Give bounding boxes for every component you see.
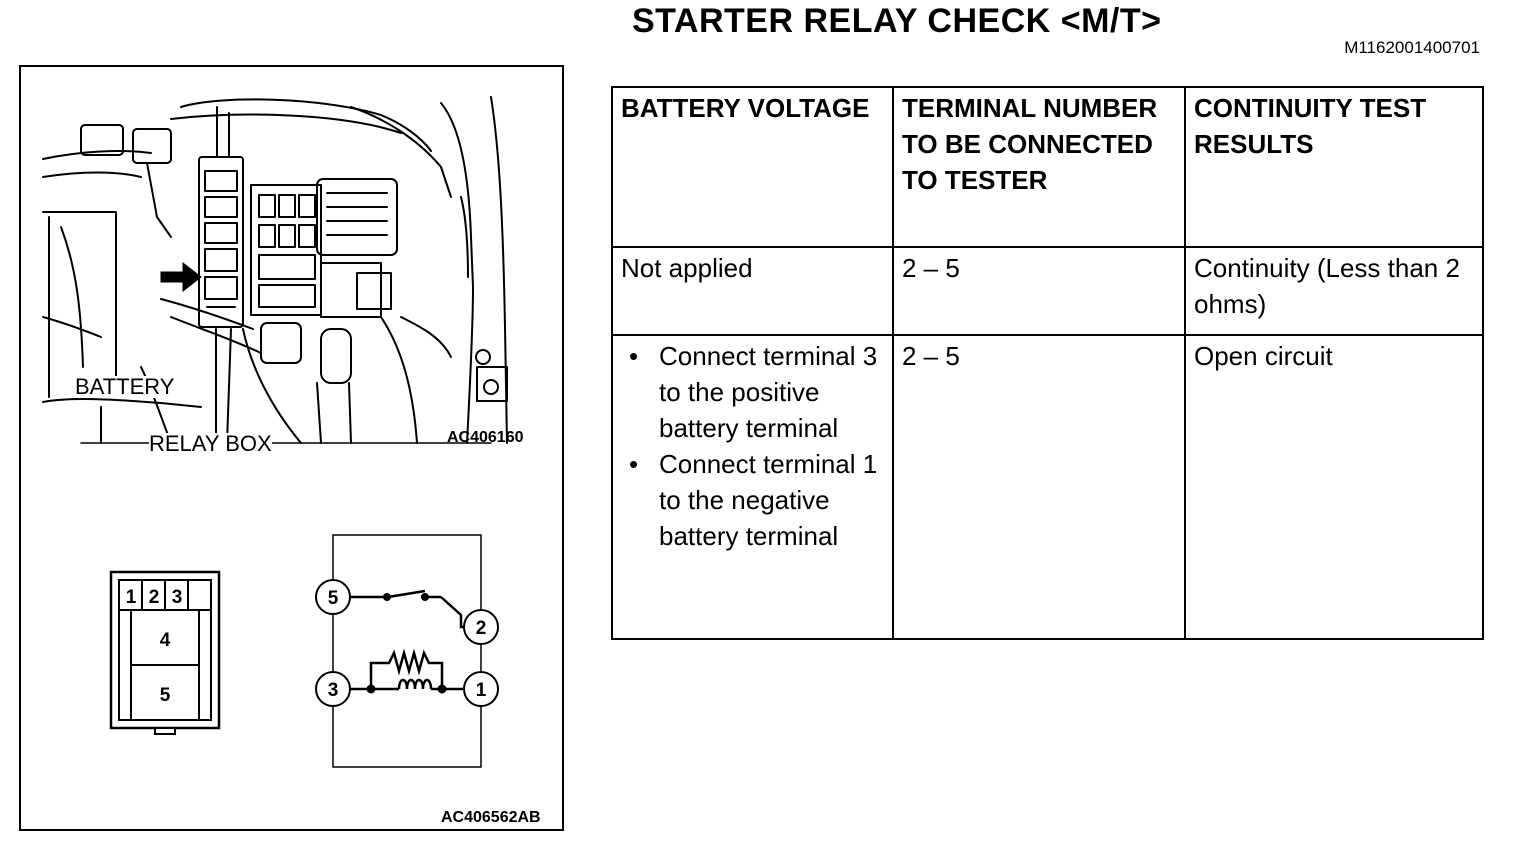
connector-pin-2: 2 xyxy=(149,587,160,608)
document-id: M1162001400701 xyxy=(1344,38,1480,57)
relay-check-table: BATTERY VOLTAGE TERMINAL NUMBER TO BE CO… xyxy=(611,86,1484,640)
figure-illustration: 1 2 3 4 5 xyxy=(42,96,508,768)
condition-list: Connect terminal 3 to the positive batte… xyxy=(621,338,884,554)
cell-terminals: 2 – 5 xyxy=(892,334,1186,640)
list-item: Connect terminal 1 to the negative batte… xyxy=(629,446,884,554)
figure-code-top: AC406160 xyxy=(447,429,524,446)
header-continuity-results: CONTINUITY TEST RESULTS xyxy=(1184,86,1484,248)
figure-code-bottom: AC406562AB xyxy=(441,809,541,826)
table-row: Not applied 2 – 5 Continuity (Less than … xyxy=(611,246,1484,336)
figure-panel: 1 2 3 4 5 xyxy=(19,65,564,831)
cell-result: Continuity (Less than 2 ohms) xyxy=(1184,246,1484,336)
table-header-row: BATTERY VOLTAGE TERMINAL NUMBER TO BE CO… xyxy=(611,86,1484,248)
connector-pin-1: 1 xyxy=(126,587,137,608)
relay-circuit-schematic xyxy=(315,534,499,768)
connector-pin-5: 5 xyxy=(160,685,171,706)
connector-pin-4: 4 xyxy=(160,630,171,651)
circuit-terminal-5: 5 xyxy=(328,588,339,609)
circuit-terminal-3: 3 xyxy=(328,680,339,701)
cell-result: Open circuit xyxy=(1184,334,1484,640)
arrow-right-icon xyxy=(160,261,202,293)
connector-pin-labels: 1 2 3 4 5 xyxy=(126,587,183,706)
battery-label: BATTERY xyxy=(75,374,175,399)
table-row: Connect terminal 3 to the positive batte… xyxy=(611,334,1484,640)
engine-bay-drawing xyxy=(42,96,508,444)
list-item: Connect terminal 3 to the positive batte… xyxy=(629,338,884,446)
header-terminal-number: TERMINAL NUMBER TO BE CONNECTED TO TESTE… xyxy=(892,86,1186,248)
header-battery-voltage: BATTERY VOLTAGE xyxy=(611,86,894,248)
circuit-terminal-labels: 5 2 3 1 xyxy=(328,588,487,701)
circuit-terminal-2: 2 xyxy=(476,618,487,639)
page-title: STARTER RELAY CHECK <M/T> xyxy=(632,2,1162,40)
circuit-terminal-1: 1 xyxy=(476,680,487,701)
cell-voltage: Connect terminal 3 to the positive batte… xyxy=(611,334,894,640)
cell-terminals: 2 – 5 xyxy=(892,246,1186,336)
cell-voltage: Not applied xyxy=(611,246,894,336)
relay-box-label: RELAY BOX xyxy=(149,431,272,456)
connector-pin-3: 3 xyxy=(172,587,183,608)
relay-connector-face xyxy=(109,570,221,735)
